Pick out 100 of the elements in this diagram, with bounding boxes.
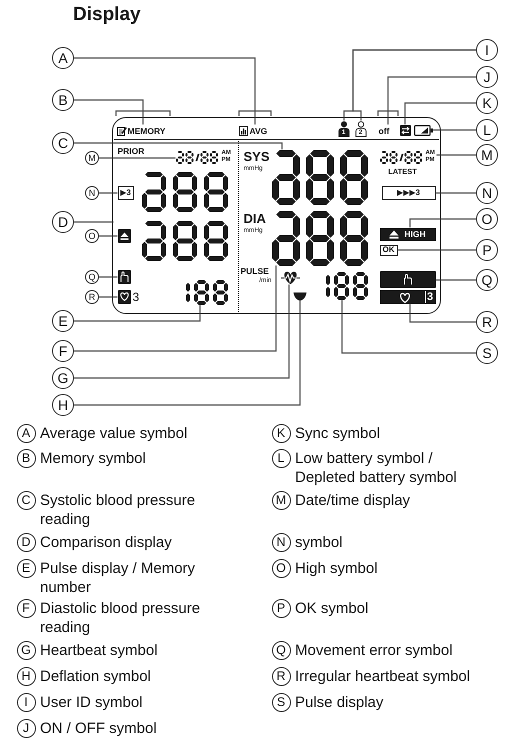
callout-letter: M — [272, 490, 290, 510]
callout-letter: L — [476, 119, 498, 141]
callout-letter: C — [16, 490, 36, 510]
leader-line — [74, 142, 283, 150]
callout-letter: F — [52, 340, 74, 362]
callout-letter: M — [476, 144, 498, 166]
leader-line — [436, 192, 476, 194]
key-text: Sync symbol — [295, 424, 382, 442]
key-text: Average value symbol — [40, 424, 188, 442]
callout-letter: R — [272, 666, 290, 686]
high-indicator — [380, 228, 436, 240]
callout-letter: B — [16, 448, 36, 468]
key-text: Date/time display — [295, 490, 412, 510]
callout-letter: Q — [85, 270, 99, 284]
callout-letter: N — [476, 182, 498, 204]
key-text: Systolic blood pressure reading — [40, 490, 196, 528]
callout-letter: O — [85, 229, 99, 243]
heartbeat-icon — [280, 270, 300, 284]
leader-line — [99, 276, 118, 278]
segment-digits — [272, 150, 368, 204]
leader-line — [409, 304, 476, 323]
callout-letter: H — [52, 394, 74, 416]
callout-letter: F — [16, 598, 36, 618]
sync-icon — [400, 124, 410, 136]
leader-line — [436, 279, 476, 281]
callout-letter: K — [272, 424, 290, 442]
key-text: High symbol — [295, 558, 379, 578]
key-text: Diastolic blood pressure reading — [40, 598, 202, 636]
callout-letter: R — [85, 290, 99, 304]
leader-line — [341, 300, 476, 354]
leader-line — [387, 76, 476, 124]
reading-label: DIA — [244, 212, 267, 226]
leader-line — [436, 154, 476, 156]
reading-label: SYS — [244, 150, 271, 164]
heart-indicator — [380, 290, 436, 304]
callout-letter: O — [272, 558, 290, 578]
callout-letter: D — [52, 211, 74, 233]
callout-letter: M — [85, 151, 99, 165]
leader-line — [74, 300, 301, 406]
leader-line — [74, 221, 114, 223]
key-text: Comparison display — [40, 532, 173, 552]
key-text: OK symbol — [295, 598, 370, 618]
callout-letter: N — [272, 532, 290, 552]
key-text: User ID symbol — [40, 692, 144, 712]
key-text: Memory symbol — [40, 448, 147, 468]
leader-line — [74, 99, 144, 124]
leader-line — [404, 102, 476, 124]
eject-icon — [118, 228, 130, 242]
callout-letter: Q — [476, 269, 498, 291]
indicator-label: AVG — [250, 124, 270, 136]
key-text: symbol — [295, 532, 344, 552]
leader-line — [74, 57, 256, 124]
callout-letter: G — [52, 367, 74, 389]
callout-letter: R — [476, 311, 498, 333]
callout-letter: I — [16, 692, 36, 712]
indicator-label: MEMORY — [128, 124, 170, 136]
key-text: Pulse display — [295, 692, 384, 712]
semicircle-icon — [292, 292, 306, 300]
callout-letter: C — [52, 132, 74, 154]
callout-letter: O — [476, 208, 498, 230]
callout-letter: L — [272, 448, 290, 468]
leader-line — [99, 235, 118, 237]
leader-line — [99, 296, 118, 298]
key-text: Deflation symbol — [40, 666, 152, 686]
key-text: Pulse display / Memory number — [40, 558, 196, 596]
segment-digits — [272, 210, 368, 266]
leader-line — [398, 249, 476, 251]
callout-letter: P — [272, 598, 290, 618]
indicator-label: off — [378, 124, 396, 136]
hand-icon — [118, 270, 130, 284]
segment-digits — [142, 220, 228, 260]
leader-line — [74, 284, 290, 379]
callout-letter: A — [52, 47, 74, 69]
panel-heading: PRIOR — [118, 146, 144, 156]
callout-letter: D — [16, 532, 36, 552]
key-text: Irregular heartbeat symbol — [295, 666, 472, 686]
indicator-label: HIGH — [404, 230, 426, 238]
callout-letter: E — [16, 558, 36, 578]
key-text: ON / OFF symbol — [40, 718, 158, 738]
callout-letter: B — [52, 89, 74, 111]
callout-letter: A — [16, 424, 36, 442]
ok-indicator: OK — [380, 244, 398, 256]
leader-line — [409, 218, 476, 228]
key-text: Heartbeat symbol — [40, 640, 159, 660]
leader-line — [432, 129, 476, 131]
callout-letter: S — [272, 692, 290, 712]
callout-letter: K — [476, 92, 498, 114]
battery-icon — [414, 124, 432, 136]
count-digit: 3 — [132, 290, 140, 304]
segment-digits — [142, 172, 228, 212]
leader-line — [74, 304, 201, 322]
count-digit: 3 — [424, 290, 434, 302]
leader-line — [74, 266, 277, 352]
readings-indicator: ▶▶▶3 — [382, 186, 436, 200]
hand-icon — [380, 270, 436, 288]
leader-line — [99, 157, 176, 159]
callout-letter: S — [476, 342, 498, 364]
reading-label: PULSE — [240, 266, 270, 276]
callout-letter: E — [52, 310, 74, 332]
callout-letter: Q — [272, 640, 290, 660]
